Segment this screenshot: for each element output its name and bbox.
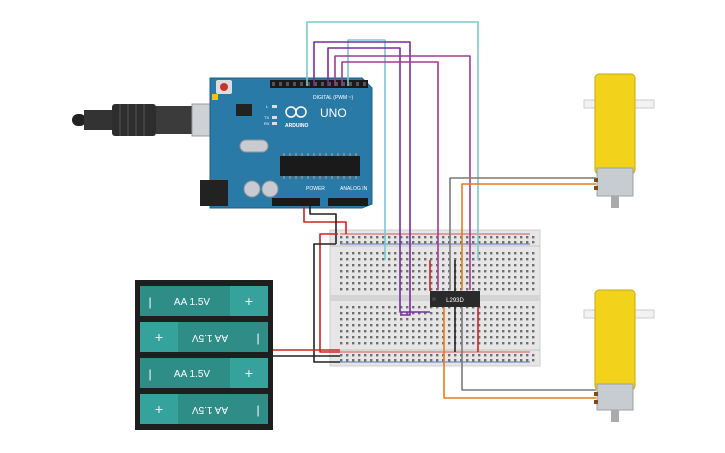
battery-cell: + | AA 1.5V: [140, 358, 268, 388]
battery-pack[interactable]: + | AA 1.5V + | AA 1.5V + | AA 1.5V + | AA 1.5V: [135, 280, 273, 430]
wire-black-rail-left[interactable]: [313, 243, 340, 363]
analog-header: [328, 198, 368, 206]
arduino-uno-board[interactable]: DIGITAL (PWM ~) L TX RX ARDUINO UNO POWE…: [200, 77, 373, 209]
ic-label: L293D: [446, 298, 464, 304]
power-jack: [200, 180, 228, 206]
minus-terminal-icon: |: [256, 331, 259, 345]
dc-motor-bottom[interactable]: [583, 289, 655, 422]
rx-label: RX: [264, 121, 270, 126]
analog-label: ANALOG IN: [340, 186, 368, 192]
battery-cell: + | AA 1.5V: [140, 286, 268, 316]
wire-orange-bottom[interactable]: [443, 308, 596, 399]
capacitor: [261, 180, 279, 198]
usb-cable[interactable]: [72, 103, 231, 137]
battery-cell: + | AA 1.5V: [140, 394, 268, 424]
minus-terminal-icon: |: [256, 403, 259, 417]
battery-cell-label: AA 1.5V: [174, 369, 210, 380]
plus-terminal-icon: +: [245, 365, 253, 381]
minus-terminal-icon: |: [148, 295, 151, 309]
wire-cyan-1[interactable]: [306, 21, 479, 260]
atmega-chip: [280, 156, 360, 176]
battery-cell-label: AA 1.5V: [192, 332, 228, 343]
tx-label: TX: [264, 115, 269, 120]
wire-red-rail-left[interactable]: [319, 233, 340, 353]
battery-cell-label: AA 1.5V: [174, 297, 210, 308]
wire-magenta-2[interactable]: [341, 61, 439, 290]
wire-gray-bottom[interactable]: [461, 308, 596, 391]
digital-label: DIGITAL (PWM ~): [313, 95, 353, 101]
wire-red-5v[interactable]: [303, 206, 347, 234]
dc-motor-top[interactable]: [583, 73, 655, 208]
wire-purple-2[interactable]: [327, 47, 430, 313]
power-header: [272, 198, 320, 206]
arduino-brand: ARDUINO: [285, 123, 308, 129]
wire-black-gnd[interactable]: [309, 206, 337, 244]
plus-terminal-icon: +: [245, 293, 253, 309]
crystal-oscillator: [239, 139, 269, 153]
l-led-label: L: [266, 104, 269, 109]
wire-orange-top[interactable]: [461, 183, 596, 290]
wire-cyan-2[interactable]: [347, 39, 386, 260]
on-led: [212, 94, 218, 100]
battery-cell: + | AA 1.5V: [140, 322, 268, 352]
plus-terminal-icon: +: [155, 329, 163, 345]
usb-chip: [236, 104, 252, 116]
digital-header: [270, 80, 368, 88]
power-label: POWER: [306, 186, 325, 192]
wire-magenta-1[interactable]: [334, 55, 471, 290]
minus-terminal-icon: |: [148, 367, 151, 381]
battery-cell-label: AA 1.5V: [192, 404, 228, 415]
l293d-driver-chip[interactable]: L293D: [430, 291, 480, 307]
plus-terminal-icon: +: [155, 401, 163, 417]
wire-gray-top[interactable]: [449, 177, 596, 290]
wire-purple-1[interactable]: [313, 41, 411, 316]
arduino-logo-icon: [285, 106, 307, 118]
capacitor: [243, 180, 261, 198]
arduino-model: UNO: [320, 106, 347, 120]
